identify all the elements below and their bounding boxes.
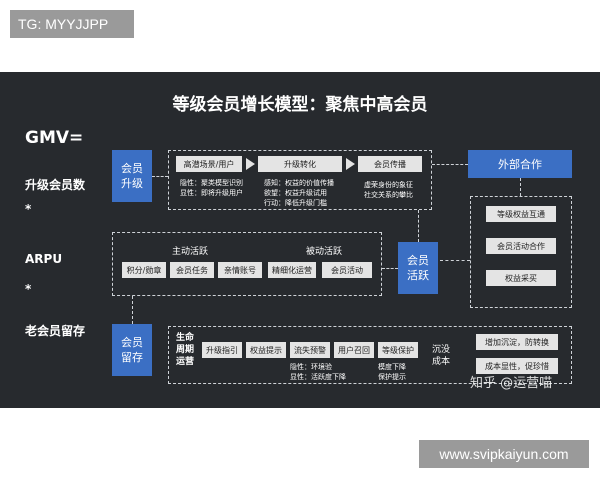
step-high-potential: 高潜场景/用户 — [176, 156, 242, 172]
active-item-points: 积分/勋章 — [122, 262, 166, 278]
external-node: 外部合作 — [468, 150, 572, 178]
diagram-panel: 等级会员增长模型：聚焦中高会员 GMV= 升级会员数 * ARPU * 老会员留… — [0, 72, 600, 408]
formula-star-1: * — [25, 202, 32, 216]
note-perception: 感知：权益的价值传播 欲望：权益升级试用 行动：降低升级门槛 — [264, 179, 334, 207]
note-warning: 隐性：环境验 显性：活跃度下降 — [290, 363, 346, 381]
retain-item-tips: 权益提示 — [246, 342, 286, 358]
retain-item-protect: 等级保护 — [378, 342, 418, 358]
connector — [418, 210, 419, 242]
note-identify: 隐性：聚类模型识别 显性：即将升级用户 — [180, 179, 243, 197]
connector — [440, 260, 470, 261]
member-retain-node: 会员 留存 — [112, 324, 152, 376]
external-item-1: 等级权益互通 — [486, 206, 556, 222]
tg-tag: TG: MYYJJPP — [10, 10, 134, 38]
sink-item-1: 增加沉淀，防转换 — [476, 334, 558, 350]
active-item-tasks: 会员任务 — [170, 262, 214, 278]
member-active-node: 会员 活跃 — [398, 242, 438, 294]
connector — [132, 296, 133, 324]
sink-item-2: 成本显性，促珍惜 — [476, 358, 558, 374]
upgrade-box — [168, 150, 432, 210]
formula-arpu: ARPU — [25, 252, 63, 266]
diagram-title: 等级会员增长模型：聚焦中高会员 — [172, 95, 428, 115]
arrow-right-icon — [246, 158, 255, 170]
active-item-family: 亲情账号 — [218, 262, 262, 278]
step-conversion: 升级转化 — [258, 156, 342, 172]
connector — [382, 268, 398, 269]
passive-item-ops: 精细化运营 — [268, 262, 316, 278]
retain-item-recall: 用户召回 — [334, 342, 374, 358]
step-spread: 会员传播 — [358, 156, 422, 172]
formula-retain: 老会员留存 — [25, 324, 86, 338]
sink-cost-label: 沉没 成本 — [432, 345, 451, 367]
retain-item-guide: 升级指引 — [202, 342, 242, 358]
connector — [520, 178, 521, 196]
passive-label: 被动活跃 — [306, 247, 343, 257]
external-item-3: 权益采买 — [486, 270, 556, 286]
passive-item-events: 会员活动 — [322, 262, 372, 278]
retain-item-warning: 流失预警 — [290, 342, 330, 358]
site-url-tag: www.svipkaiyun.com — [419, 440, 589, 468]
formula-gmv: GMV= — [25, 128, 84, 148]
active-box — [112, 232, 382, 296]
note-vanity: 虚荣身份的象征 社交关系的攀比 — [364, 181, 413, 199]
connector — [152, 176, 168, 177]
retain-box — [168, 326, 572, 384]
formula-star-2: * — [25, 282, 32, 296]
formula-upgrade: 升级会员数 — [25, 178, 86, 192]
connector — [432, 164, 468, 165]
note-protect: 模度下降 保护提示 — [378, 363, 406, 381]
arrow-right-icon — [346, 158, 355, 170]
member-upgrade-node: 会员 升级 — [112, 150, 152, 202]
lifecycle-label: 生命 周期 运营 — [176, 333, 195, 367]
external-item-2: 会员活动合作 — [486, 238, 556, 254]
zhihu-watermark: 知乎 @运营喵 — [470, 376, 553, 391]
external-box — [470, 196, 572, 308]
active-label: 主动活跃 — [172, 247, 209, 257]
